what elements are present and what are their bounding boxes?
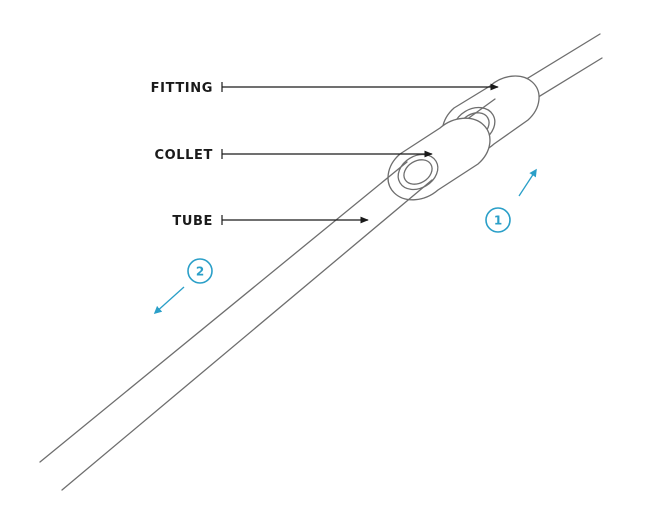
push-arrow-icon [518, 168, 537, 197]
step-1-marker: 1 [485, 168, 537, 233]
pull-arrow-icon [153, 286, 185, 315]
step-2-badge [187, 258, 213, 284]
step-1-badge [485, 207, 511, 233]
fitting-leader [221, 82, 499, 92]
tube [39, 161, 433, 491]
collet [387, 117, 491, 201]
collet-leader [221, 149, 433, 159]
tube-leader [221, 215, 369, 225]
step-2-number: 2 [196, 265, 204, 279]
fitting-label: FITTING [151, 81, 213, 96]
collet-label: COLLET [154, 148, 213, 163]
step-1-number: 1 [494, 214, 502, 228]
step-2-marker: 2 [153, 258, 213, 315]
tube-label: TUBE [172, 214, 213, 229]
